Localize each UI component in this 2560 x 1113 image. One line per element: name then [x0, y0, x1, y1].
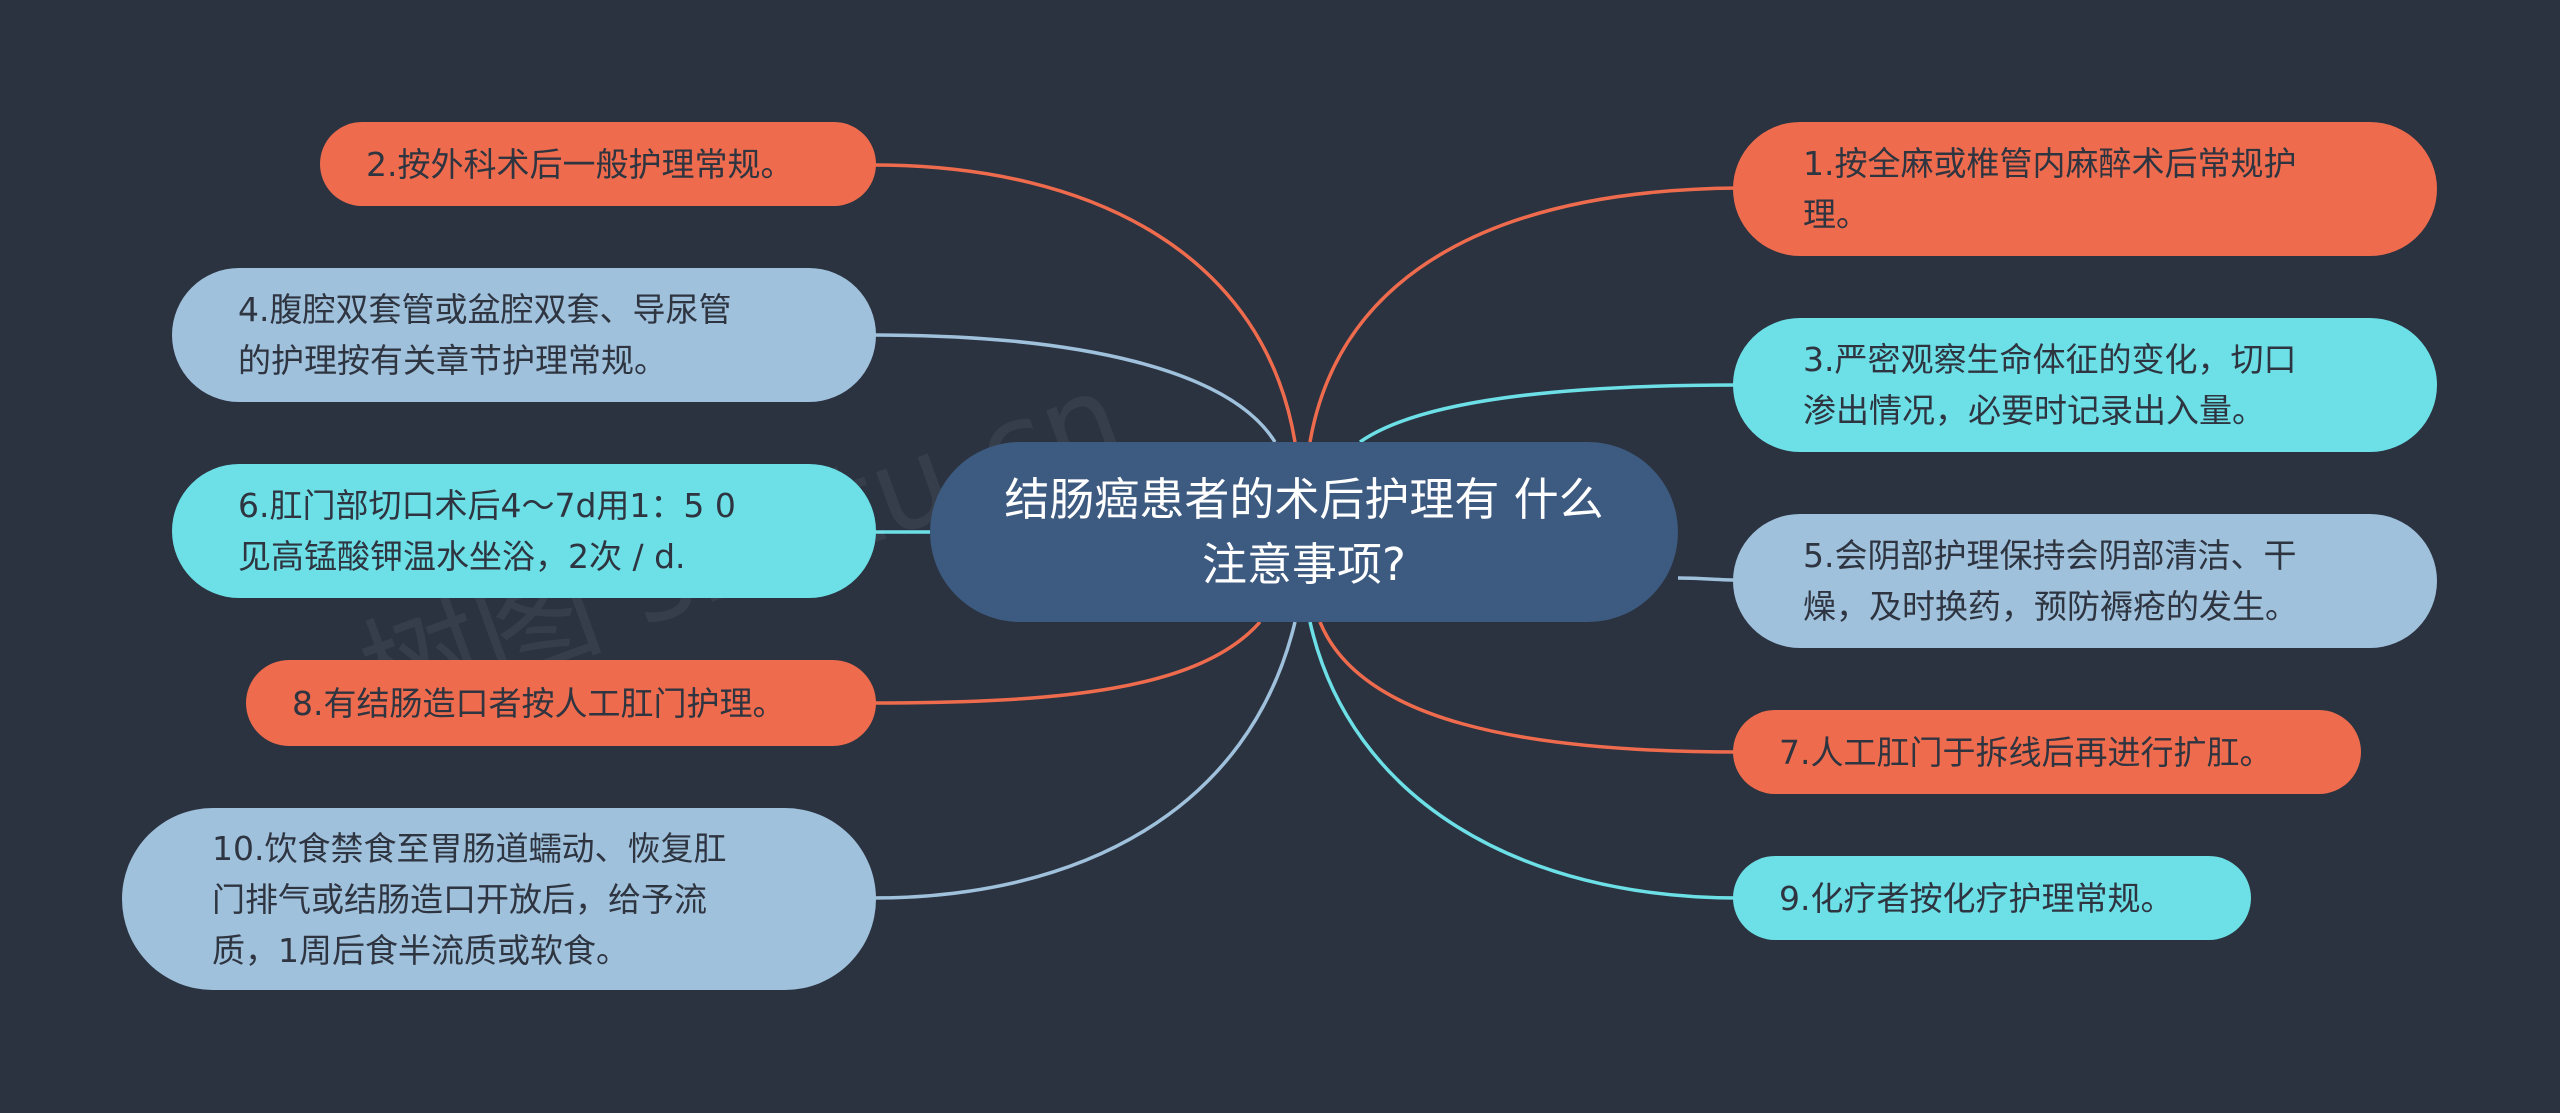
node-2[interactable]: 2.按外科术后一般护理常规。	[320, 122, 876, 206]
node-5-label: 5.会阴部护理保持会阴部清洁、干 燥，及时换药，预防褥疮的发生。	[1803, 536, 2298, 626]
node-2-label: 2.按外科术后一般护理常规。	[366, 144, 794, 184]
node-6[interactable]: 6.肛门部切口术后4～7d用1：5 0 见高锰酸钾温水坐浴，2次 / d.	[172, 464, 876, 598]
node-3-label: 3.严密观察生命体征的变化，切口 渗出情况，必要时记录出入量。	[1803, 340, 2297, 430]
connector-n7	[1318, 621, 1739, 754]
node-8-label: 8.有结肠造口者按人工肛门护理。	[292, 683, 786, 723]
connector-n2	[872, 163, 1297, 443]
connector-n9	[1308, 621, 1739, 900]
node-8[interactable]: 8.有结肠造口者按人工肛门护理。	[246, 660, 876, 746]
connector-n8	[872, 620, 1262, 705]
node-1[interactable]: 1.按全麻或椎管内麻醉术后常规护 理。	[1733, 122, 2437, 256]
central-topic-label: 结肠癌患者的术后护理有 什么注意事项?	[1004, 473, 1604, 591]
node-10[interactable]: 10.饮食禁食至胃肠道蠕动、恢复肛 门排气或结肠造口开放后，给予流 质，1周后食…	[122, 808, 876, 990]
connector-n1	[1308, 186, 1739, 443]
node-3[interactable]: 3.严密观察生命体征的变化，切口 渗出情况，必要时记录出入量。	[1733, 318, 2437, 452]
node-4[interactable]: 4.腹腔双套管或盆腔双套、导尿管 的护理按有关章节护理常规。	[172, 268, 876, 402]
node-5[interactable]: 5.会阴部护理保持会阴部清洁、干 燥，及时换药，预防褥疮的发生。	[1733, 514, 2437, 648]
node-9-label: 9.化疗者按化疗护理常规。	[1779, 878, 2174, 918]
connector-n4	[872, 333, 1277, 443]
node-7-label: 7.人工肛门于拆线后再进行扩肛。	[1779, 732, 2273, 772]
connector-n3	[1358, 383, 1739, 444]
node-1-label: 1.按全麻或椎管内麻醉术后常规护 理。	[1803, 144, 2297, 234]
connector-n5	[1677, 576, 1739, 582]
node-7[interactable]: 7.人工肛门于拆线后再进行扩肛。	[1733, 710, 2361, 794]
node-4-label: 4.腹腔双套管或盆腔双套、导尿管 的护理按有关章节护理常规。	[238, 290, 732, 380]
node-6-label: 6.肛门部切口术后4～7d用1：5 0 见高锰酸钾温水坐浴，2次 / d.	[238, 486, 736, 576]
connector-n10	[872, 621, 1297, 900]
central-topic[interactable]: 结肠癌患者的术后护理有 什么注意事项?	[930, 442, 1678, 622]
node-10-label: 10.饮食禁食至胃肠道蠕动、恢复肛 门排气或结肠造口开放后，给予流 质，1周后食…	[212, 828, 727, 970]
node-9[interactable]: 9.化疗者按化疗护理常规。	[1733, 856, 2251, 940]
